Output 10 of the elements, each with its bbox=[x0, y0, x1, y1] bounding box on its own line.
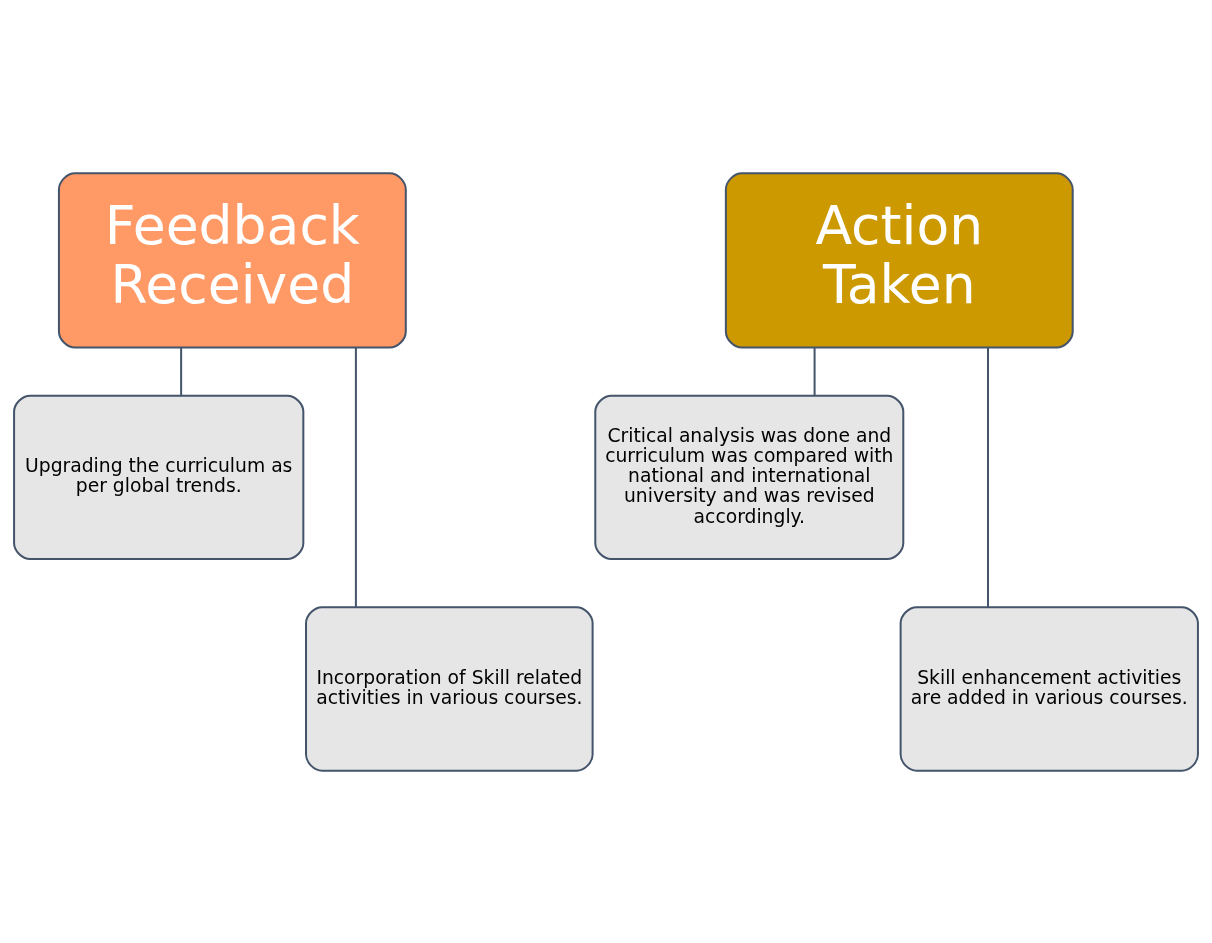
node-box: Upgrading the curriculum as per global trends. bbox=[13, 394, 305, 560]
node-box: Skill enhancement activities are added in various courses. bbox=[899, 605, 1199, 772]
connector bbox=[813, 347, 816, 395]
node-box: Critical analysis was done and curriculum was compared with national and international university and was revised accordingly. bbox=[594, 394, 905, 560]
node-box: Feedback Received bbox=[57, 171, 407, 348]
node-box: Action Taken bbox=[724, 171, 1074, 348]
connector bbox=[987, 347, 989, 607]
connector bbox=[354, 347, 357, 607]
node-box: Incorporation of Skill related activities in various courses. bbox=[305, 605, 594, 772]
connector bbox=[180, 347, 183, 395]
